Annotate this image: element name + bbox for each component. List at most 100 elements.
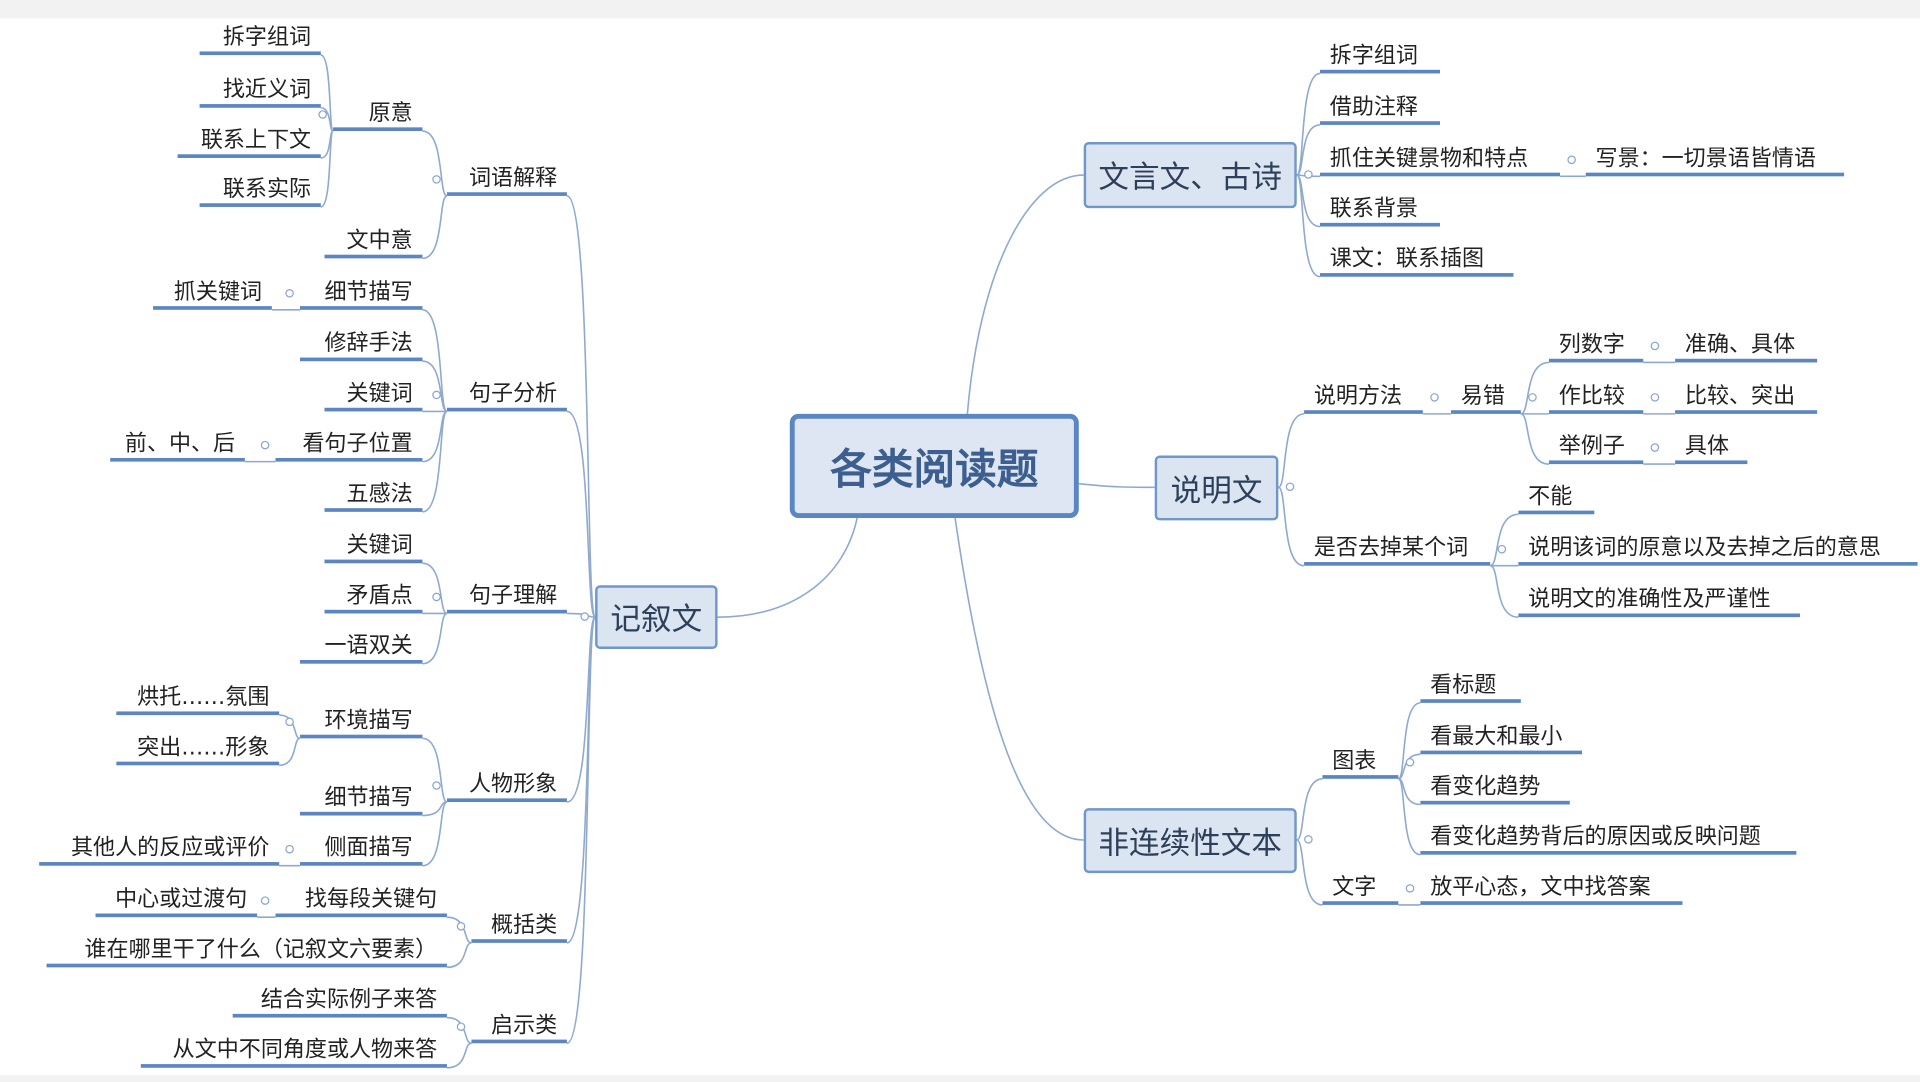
topic-classical[interactable]: 文言文、古诗: [1083, 142, 1297, 209]
topic-node[interactable]: 句子理解: [446, 582, 567, 614]
link-central-classical: [966, 174, 1084, 414]
topic-node[interactable]: 说明文的准确性及严谨性: [1518, 585, 1801, 618]
topic-node[interactable]: 说明该词的原意以及去掉之后的意思: [1518, 534, 1918, 566]
topic-node[interactable]: 作比较: [1548, 382, 1644, 414]
topic-node-label: 作比较: [1558, 383, 1625, 409]
topic-node[interactable]: 具体: [1675, 432, 1748, 465]
topic-node[interactable]: 放平心态，文中找答案: [1420, 873, 1683, 905]
topic-node[interactable]: 谁在哪里干了什么（记叙文六要素）: [46, 936, 447, 968]
topic-node[interactable]: 比较、突出: [1675, 382, 1818, 414]
topic-node[interactable]: 联系上下文: [177, 126, 321, 158]
central-topic[interactable]: 各类阅读题: [789, 413, 1079, 518]
topic-node[interactable]: 联系背景: [1320, 195, 1441, 227]
topic-node[interactable]: 看标题: [1420, 671, 1521, 703]
topic-node-label: 文中意: [346, 227, 413, 254]
branch-connector: [422, 562, 448, 615]
branch-connector: [1520, 413, 1550, 465]
topic-node[interactable]: 说明方法: [1304, 382, 1423, 414]
topic-node[interactable]: 文字: [1322, 873, 1399, 905]
collapse-toggle-icon[interactable]: [432, 592, 441, 602]
collapse-toggle-icon[interactable]: [1650, 443, 1660, 452]
topic-exposition[interactable]: 说明文: [1154, 455, 1279, 521]
topic-node[interactable]: 是否去掉某个词: [1304, 534, 1491, 566]
collapse-toggle-icon[interactable]: [1567, 155, 1576, 165]
topic-node[interactable]: 中心或过渡句: [95, 885, 258, 918]
collapse-toggle-icon[interactable]: [285, 844, 294, 854]
topic-node[interactable]: 从文中不同角度或人物来答: [140, 1036, 447, 1068]
collapse-toggle-icon[interactable]: [285, 717, 294, 727]
collapse-toggle-icon[interactable]: [1650, 393, 1660, 402]
collapse-toggle-icon[interactable]: [432, 781, 441, 790]
topic-node[interactable]: 抓住关键景物和特点: [1320, 144, 1561, 177]
topic-node[interactable]: 概括类: [471, 911, 567, 943]
topic-node[interactable]: 词语解释: [446, 164, 567, 196]
topic-node[interactable]: 列数字: [1548, 331, 1644, 363]
topic-node[interactable]: 原意: [333, 99, 423, 132]
topic-node[interactable]: 一语双关: [300, 632, 423, 664]
topic-node[interactable]: 举例子: [1548, 432, 1644, 465]
topic-narrative[interactable]: 记叙文: [595, 585, 718, 649]
topic-node-label: 烘托……氛围: [137, 684, 270, 711]
branch-connector: [1295, 124, 1321, 176]
topic-node[interactable]: 易错: [1451, 382, 1521, 414]
collapse-toggle-icon[interactable]: [1650, 341, 1660, 351]
topic-node-label: 侧面描写: [324, 835, 413, 861]
collapse-toggle-icon[interactable]: [1285, 482, 1295, 492]
topic-node[interactable]: 侧面描写: [300, 834, 423, 866]
topic-node-label: 五感法: [346, 481, 413, 507]
topic-node[interactable]: 抓关键词: [153, 278, 272, 310]
collapse-toggle-icon[interactable]: [1497, 544, 1507, 554]
topic-node[interactable]: 人物形象: [446, 770, 567, 803]
collapse-toggle-icon[interactable]: [580, 612, 589, 621]
topic-node[interactable]: 关键词: [324, 531, 423, 564]
topic-node-label: 突出……形象: [137, 734, 270, 761]
collapse-toggle-icon[interactable]: [456, 922, 466, 931]
topic-node[interactable]: 矛盾点: [324, 582, 423, 614]
topic-node[interactable]: 修辞手法: [300, 329, 423, 362]
topic-node[interactable]: 准确、具体: [1675, 331, 1818, 363]
collapse-toggle-icon[interactable]: [432, 175, 441, 184]
collapse-toggle-icon[interactable]: [1528, 393, 1537, 402]
collapse-toggle-icon[interactable]: [318, 110, 327, 119]
topic-node[interactable]: 文中意: [324, 227, 423, 259]
collapse-toggle-icon[interactable]: [1405, 757, 1415, 767]
topic-node[interactable]: 看变化趋势背后的原因或反映问题: [1420, 823, 1797, 855]
collapse-toggle-icon[interactable]: [1304, 835, 1313, 844]
collapse-toggle-icon[interactable]: [260, 896, 270, 905]
topic-node[interactable]: 烘托……氛围: [116, 683, 280, 716]
topic-node[interactable]: 环境描写: [300, 707, 423, 739]
topic-node[interactable]: 拆字组词: [199, 23, 321, 56]
topic-node[interactable]: 联系实际: [199, 175, 321, 207]
topic-node[interactable]: 细节描写: [300, 278, 423, 310]
topic-node[interactable]: 找每段关键句: [275, 885, 447, 918]
topic-node[interactable]: 细节描写: [300, 784, 423, 816]
topic-node[interactable]: 句子分析: [446, 380, 567, 412]
topic-node[interactable]: 突出……形象: [116, 733, 280, 766]
topic-node[interactable]: 结合实际例子来答: [232, 986, 447, 1018]
topic-node[interactable]: 写景：一切景语皆情语: [1585, 144, 1845, 177]
topic-node[interactable]: 图表: [1322, 747, 1399, 779]
collapse-toggle-icon[interactable]: [285, 288, 294, 298]
collapse-toggle-icon[interactable]: [456, 1022, 466, 1032]
topic-node[interactable]: 前、中、后: [110, 430, 245, 462]
topic-node[interactable]: 其他人的反应或评价: [39, 834, 280, 866]
collapse-toggle-icon[interactable]: [1430, 393, 1439, 402]
topic-node[interactable]: 看句子位置: [275, 430, 423, 462]
topic-narrative-label: 记叙文: [610, 601, 703, 637]
collapse-toggle-icon[interactable]: [1304, 170, 1313, 179]
topic-node[interactable]: 关键词: [324, 380, 423, 412]
topic-node[interactable]: 不能: [1518, 482, 1595, 515]
topic-node[interactable]: 启示类: [471, 1011, 567, 1044]
topic-node[interactable]: 借助注释: [1320, 93, 1441, 125]
topic-node[interactable]: 课文：联系插图: [1320, 245, 1514, 277]
topic-node[interactable]: 看最大和最小: [1420, 722, 1583, 755]
topic-node-label: 具体: [1684, 433, 1729, 460]
topic-node[interactable]: 找近义词: [199, 76, 321, 108]
collapse-toggle-icon[interactable]: [260, 440, 270, 450]
collapse-toggle-icon[interactable]: [432, 390, 441, 400]
topic-noncontinuous[interactable]: 非连续性文本: [1083, 808, 1297, 874]
topic-node[interactable]: 看变化趋势: [1420, 773, 1570, 805]
topic-node[interactable]: 拆字组词: [1320, 42, 1441, 74]
topic-node[interactable]: 五感法: [324, 480, 423, 512]
collapse-toggle-icon[interactable]: [1405, 884, 1415, 893]
